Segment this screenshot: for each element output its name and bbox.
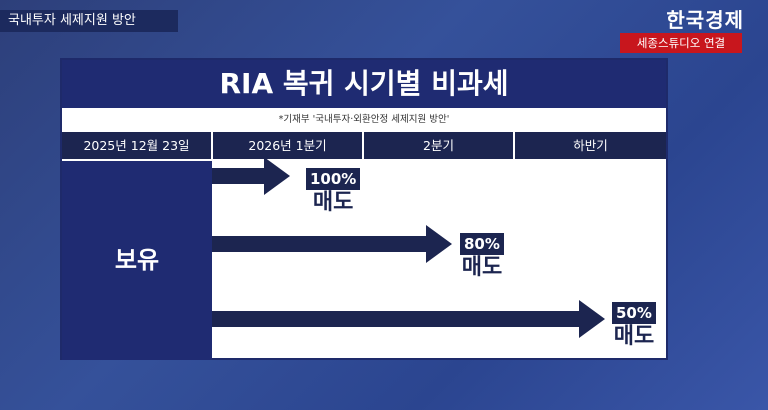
header-q2: 2분기 (364, 132, 513, 159)
tier-pct: 100% (306, 168, 361, 190)
tier-pct: 80% (460, 233, 504, 255)
panel-title: RIA 복귀 시기별 비과세 (62, 60, 666, 108)
timeline-header: 2025년 12월 23일 2026년 1분기 2분기 하반기 (62, 132, 666, 159)
arrow-q2 (212, 225, 452, 263)
topic-banner: 국내투자 세제지원 방안 (0, 10, 178, 32)
studio-badge: 세종스튜디오 연결 (620, 33, 742, 53)
broadcaster-logo: 한국경제 (666, 8, 744, 32)
arrow-h2 (212, 300, 605, 338)
source-note: *기재부 '국내투자·외환안정 세제지원 방안' (278, 114, 450, 125)
tier-action: 매도 (613, 324, 655, 349)
tier-label-q2: 80% 매도 (460, 233, 504, 281)
hold-block: 보유 (62, 161, 212, 360)
tier-action: 매도 (461, 255, 503, 280)
tier-label-h2: 50% 매도 (612, 302, 656, 350)
tax-exemption-panel: RIA 복귀 시기별 비과세 *기재부 '국내투자·외환안정 세제지원 방안' … (60, 58, 668, 360)
tier-action: 매도 (312, 190, 354, 215)
arrow-q1 (212, 157, 290, 195)
timeline-arrows (212, 157, 605, 338)
header-q1: 2026년 1분기 (213, 132, 362, 159)
header-date: 2025년 12월 23일 (62, 132, 211, 159)
tier-label-q1: 100% 매도 (306, 168, 361, 216)
tier-pct: 50% (612, 302, 656, 324)
header-h2: 하반기 (515, 132, 666, 159)
